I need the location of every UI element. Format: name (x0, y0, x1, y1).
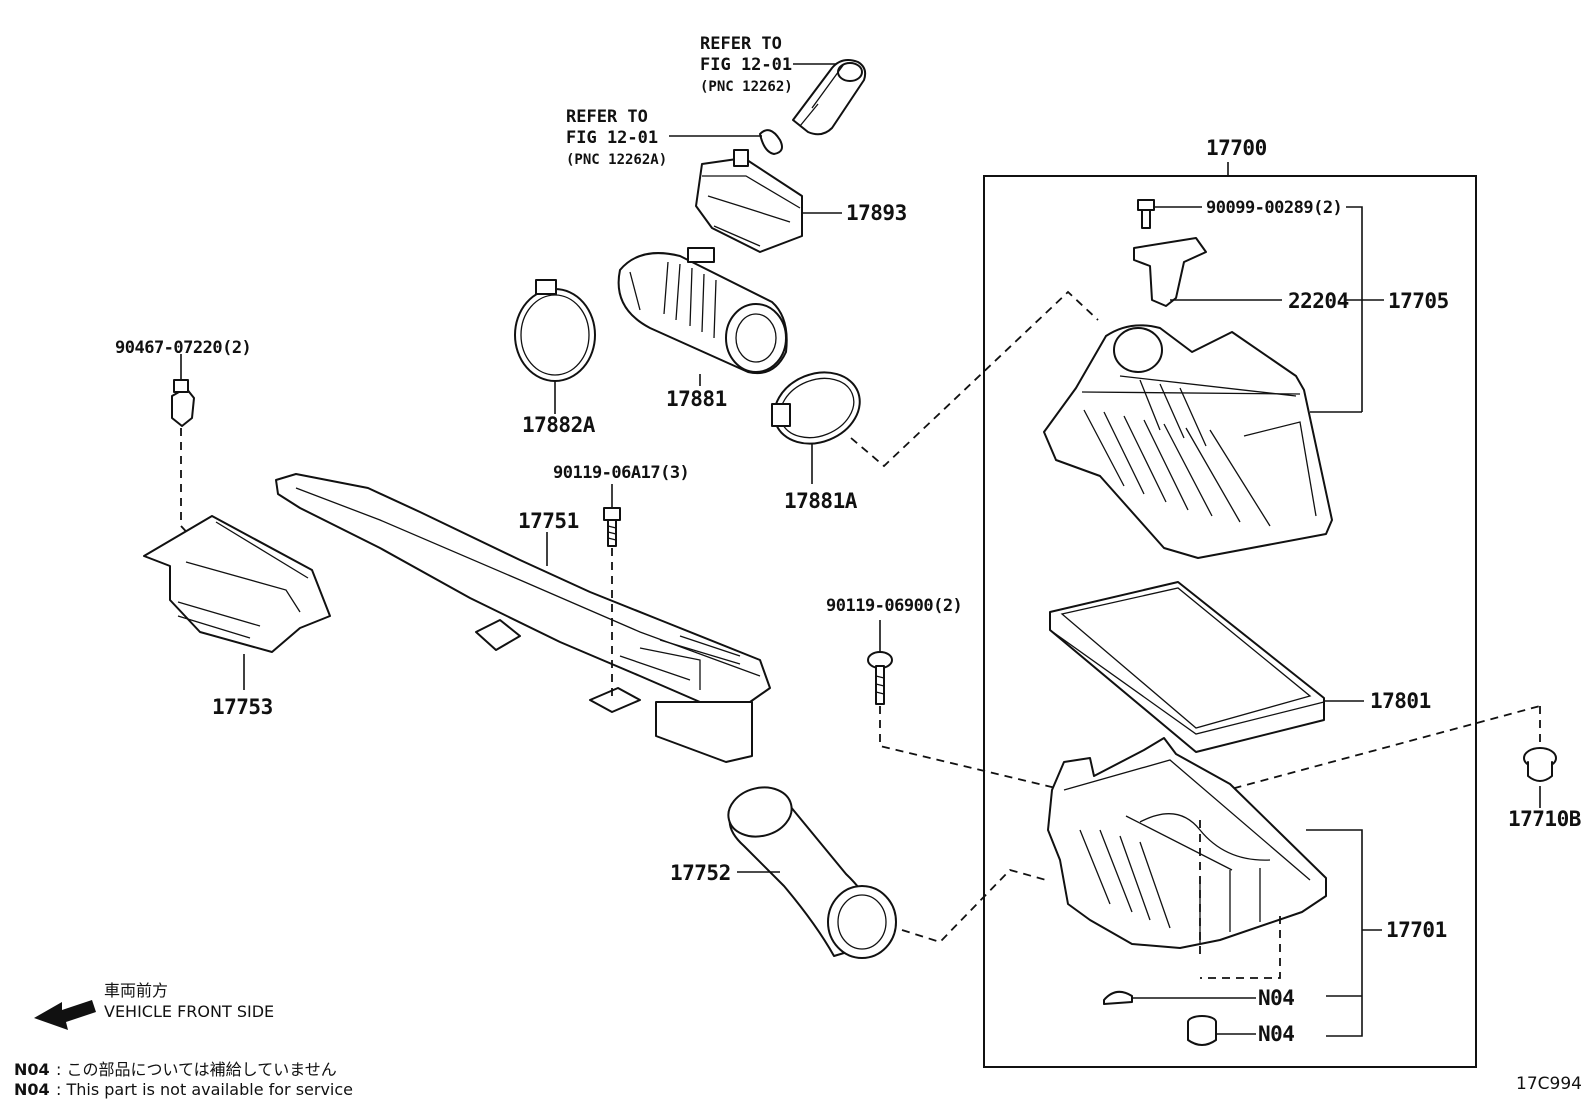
vehicle-front-arrow-icon (34, 1000, 96, 1030)
label-17751: 17751 (518, 509, 579, 533)
part-22204-air-flow-meter[interactable] (1133, 237, 1207, 307)
label-n04-flat: N04 (1258, 986, 1294, 1010)
label-17700: 17700 (1206, 136, 1267, 160)
footnote-text: : この部品については補給していません (56, 1060, 337, 1079)
part-17881-intake-hose[interactable] (617, 247, 788, 374)
label-90119-06A17: 90119-06A17(3) (553, 463, 689, 483)
footnote-code: N04 (14, 1080, 50, 1099)
vehicle-front-jp: 車両前方 (104, 981, 168, 1000)
ref-line: (PNC 12262) (700, 79, 793, 95)
reference-callout-12262: REFER TO FIG 12-01 (PNC 12262) (700, 34, 793, 95)
label-17710B: 17710B (1508, 807, 1581, 831)
label-90099-00289: 90099-00289(2) (1206, 198, 1342, 218)
part-17705-air-cleaner-cover[interactable] (1043, 324, 1333, 559)
part-90467-07220-clip[interactable] (171, 379, 195, 427)
footnote-en: N04 : This part is not available for ser… (14, 1080, 353, 1099)
part-17882A-hose-clamp[interactable] (514, 279, 596, 382)
label-17881: 17881 (666, 387, 727, 411)
air-hose-ref-12262[interactable] (792, 59, 867, 136)
part-17701-air-cleaner-case[interactable] (1047, 737, 1327, 949)
label-17801: 17801 (1370, 689, 1431, 713)
vehicle-front-en: VEHICLE FRONT SIDE (104, 1002, 274, 1021)
label-17705: 17705 (1388, 289, 1449, 313)
label-90467-07220: 90467-07220(2) (115, 338, 251, 358)
part-n04-grommet-cup[interactable] (1187, 1015, 1217, 1046)
hose-clip-ref-12262A[interactable] (759, 129, 783, 155)
part-17893-resonator[interactable] (695, 149, 803, 253)
ref-line: FIG 12-01 (700, 55, 792, 75)
label-n04-cup: N04 (1258, 1022, 1294, 1046)
label-22204: 22204 (1288, 289, 1349, 313)
part-90119-06900-bolt[interactable] (867, 651, 893, 705)
ref-line: REFER TO (700, 34, 782, 54)
label-17752: 17752 (670, 861, 731, 885)
label-17753: 17753 (212, 695, 273, 719)
assembly-frame-17700 (983, 162, 1477, 1068)
label-90119-06900: 90119-06900(2) (826, 596, 962, 616)
part-17752-air-hose-elbow[interactable] (723, 781, 897, 959)
part-17881A-hose-clamp[interactable] (763, 360, 870, 456)
reference-callout-12262A: REFER TO FIG 12-01 (PNC 12262A) (566, 107, 667, 168)
footnote-jp: N04 : この部品については補給していません (14, 1060, 337, 1079)
part-n04-grommet-flat[interactable] (1103, 990, 1133, 1005)
ref-line: (PNC 12262A) (566, 152, 667, 168)
part-17710B-grommet[interactable] (1523, 747, 1557, 782)
label-17881A: 17881A (784, 489, 858, 513)
part-17801-air-filter-element[interactable] (1049, 581, 1325, 753)
part-90119-06A17-bolt[interactable] (603, 507, 621, 547)
label-17882A: 17882A (522, 413, 596, 437)
footnote-text: : This part is not available for service (56, 1080, 353, 1099)
part-90099-00289-screw[interactable] (1137, 199, 1155, 229)
footnote-code: N04 (14, 1060, 50, 1079)
part-17753-air-inlet[interactable] (143, 515, 331, 653)
label-17701: 17701 (1386, 918, 1447, 942)
label-17893: 17893 (846, 201, 907, 225)
figure-code: 17C994 (1516, 1074, 1582, 1094)
ref-line: REFER TO (566, 107, 648, 127)
part-17751-intake-duct[interactable] (275, 473, 771, 763)
ref-line: FIG 12-01 (566, 128, 658, 148)
